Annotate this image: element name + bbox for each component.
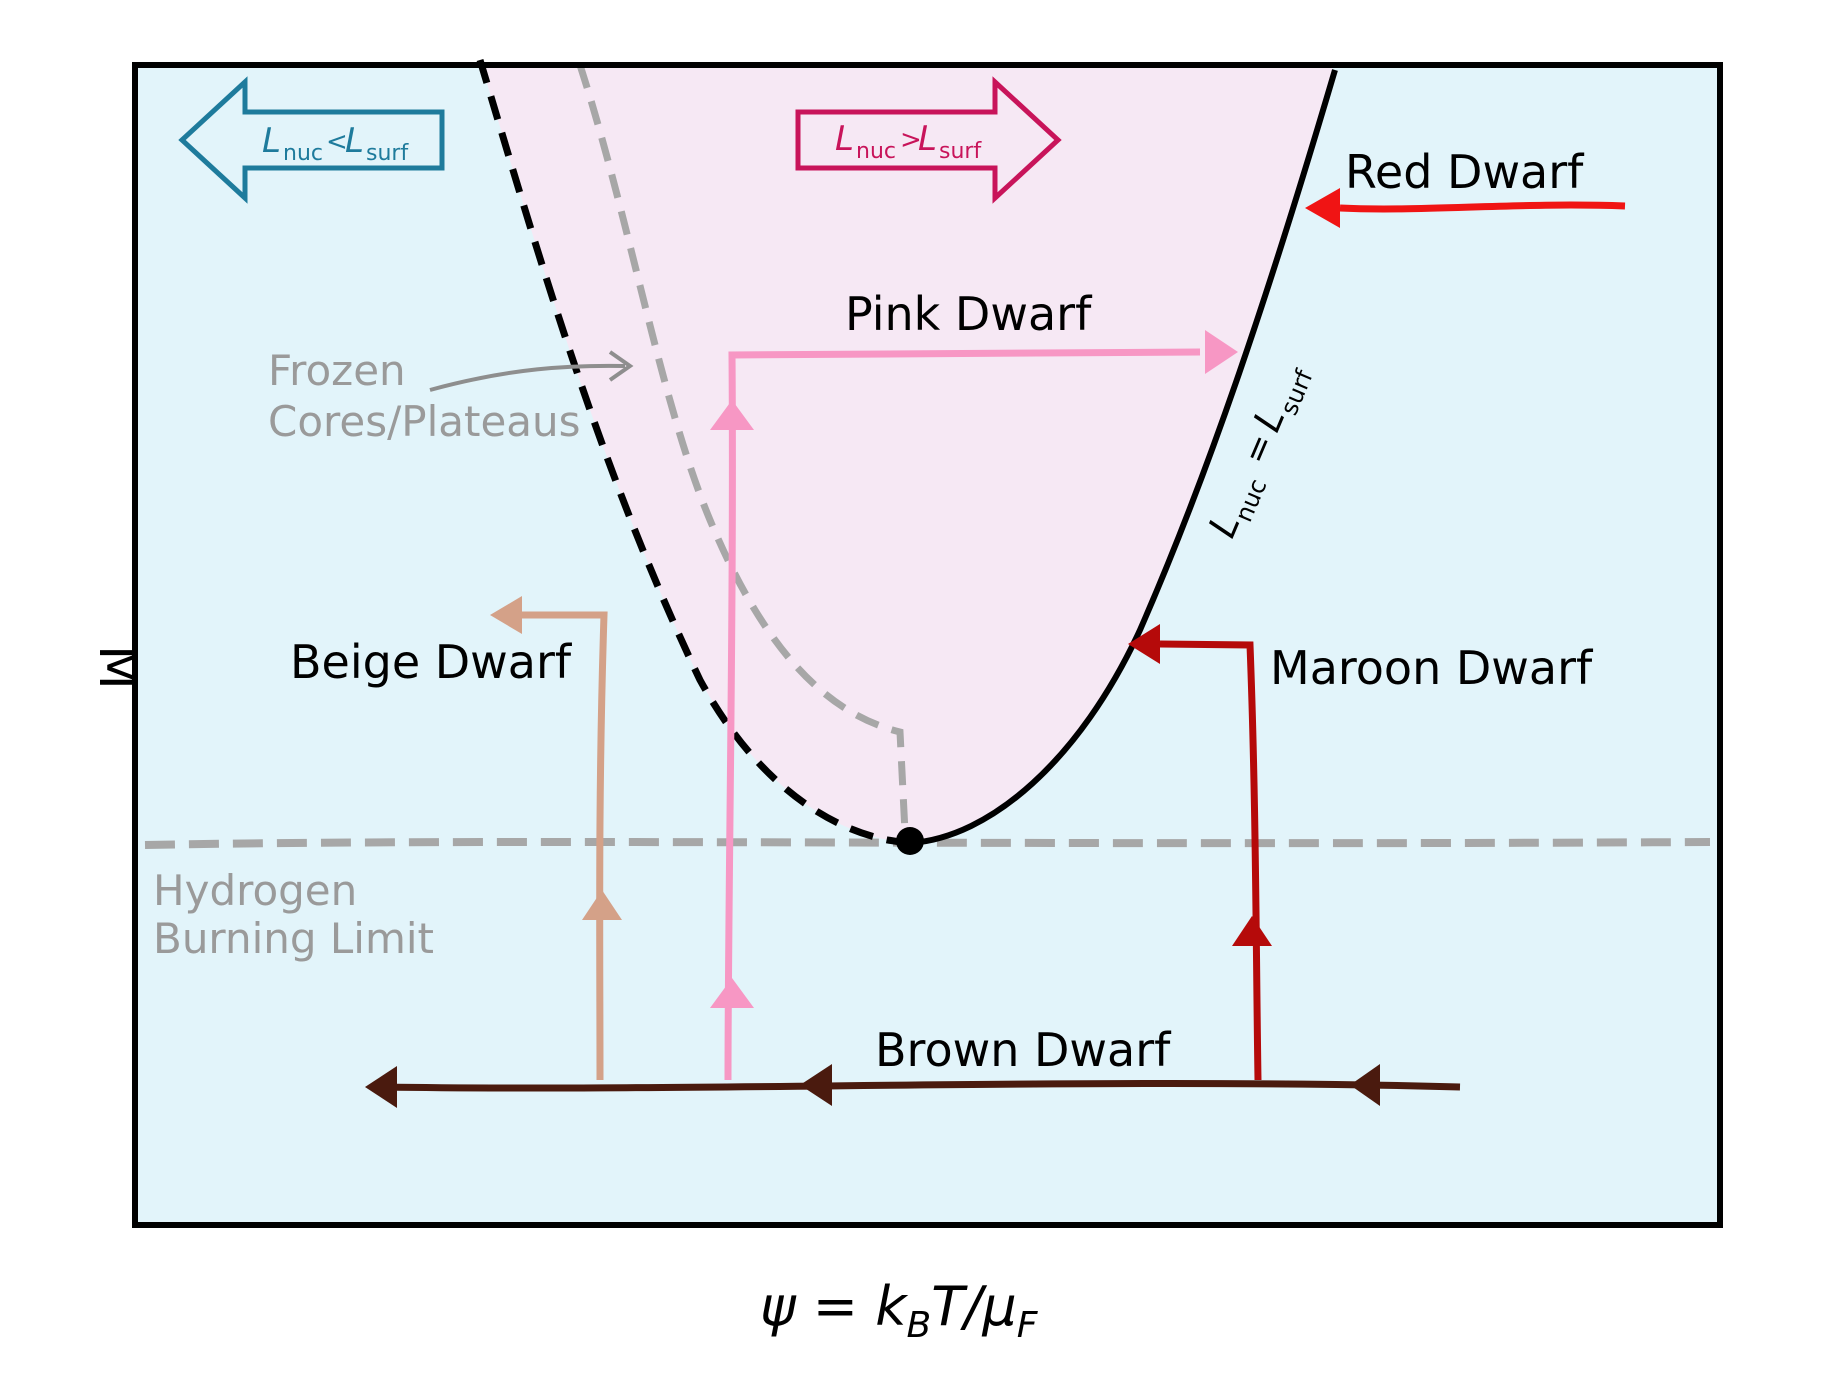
lnuc-lsurf-dashed-boundary — [476, 58, 911, 847]
pink-dwarf-arrowhead-right — [1205, 330, 1238, 374]
plot-frame — [132, 62, 1723, 1228]
red-dwarf-label: Red Dwarf — [1345, 145, 1585, 199]
x-axis-label-sub2: F — [1017, 1305, 1039, 1346]
x-axis-label: ψ = kBT/μF — [760, 1275, 1039, 1346]
x-axis-label-sub1: B — [906, 1305, 931, 1346]
pink-dwarf-arrowhead-up-low — [710, 978, 754, 1008]
right-arrow-surf: surf — [939, 139, 982, 164]
brown-dwarf-arrowhead-right — [1350, 1064, 1380, 1106]
hydrogen-burning-limit-line — [144, 838, 1711, 849]
frozen-cores-pointer-head — [608, 350, 634, 382]
left-arrow-L2: L — [345, 121, 364, 161]
right-arrow-L: L — [835, 119, 854, 159]
hydrogen-burning-label-line2: Burning Limit — [153, 914, 434, 963]
frozen-cores-label-line2: Cores/Plateaus — [268, 397, 581, 446]
left-arrow-nuc: nuc — [283, 141, 323, 166]
nuclear-burning-region — [481, 65, 1334, 843]
brown-dwarf-arrowhead-left — [365, 1066, 397, 1108]
red-dwarf-arrowhead-left — [1305, 188, 1340, 228]
beige-dwarf-arrowhead-left — [490, 596, 522, 634]
brown-dwarf-arrowhead-mid — [800, 1064, 832, 1106]
pink-dwarf-label: Pink Dwarf — [845, 287, 1093, 341]
hydrogen-burning-label-line1: Hydrogen — [153, 866, 357, 915]
frozen-cores-curve — [576, 63, 909, 833]
x-axis-label-part1: ψ = k — [760, 1275, 909, 1338]
y-axis-label: M — [87, 645, 147, 690]
maroon-dwarf-track — [1159, 640, 1262, 1081]
left-arrow-surf: surf — [366, 141, 409, 166]
beige-dwarf-arrowhead-up — [582, 890, 622, 920]
hydrogen-burning-minimum-point — [896, 827, 924, 855]
maroon-dwarf-arrowhead-left — [1128, 624, 1160, 664]
lnuc-equals-lsurf-boundary — [909, 69, 1338, 846]
red-dwarf-track — [1339, 201, 1626, 213]
right-arrow-L2: L — [918, 119, 937, 159]
brown-dwarf-label: Brown Dwarf — [875, 1023, 1172, 1077]
right-arrow-relation: > — [900, 125, 922, 155]
maroon-dwarf-arrowhead-up — [1232, 916, 1272, 946]
left-arrow-relation: < — [326, 127, 348, 157]
right-arrow-nuc: nuc — [856, 139, 896, 164]
beige-dwarf-track — [522, 611, 608, 1081]
brown-dwarf-track — [379, 1079, 1461, 1092]
x-axis-label-part2: T/μ — [931, 1275, 1017, 1338]
beige-dwarf-label: Beige Dwarf — [290, 635, 573, 689]
left-arrow-L: L — [262, 121, 281, 161]
maroon-dwarf-label: Maroon Dwarf — [1270, 641, 1594, 695]
frozen-cores-label-line1: Frozen — [268, 346, 406, 395]
lnuc-greater-lsurf-arrow — [795, 76, 1062, 204]
lnuc-less-lsurf-arrow — [178, 76, 445, 204]
pink-dwarf-arrowhead-up-high — [710, 400, 754, 430]
frozen-cores-pointer — [429, 363, 626, 392]
